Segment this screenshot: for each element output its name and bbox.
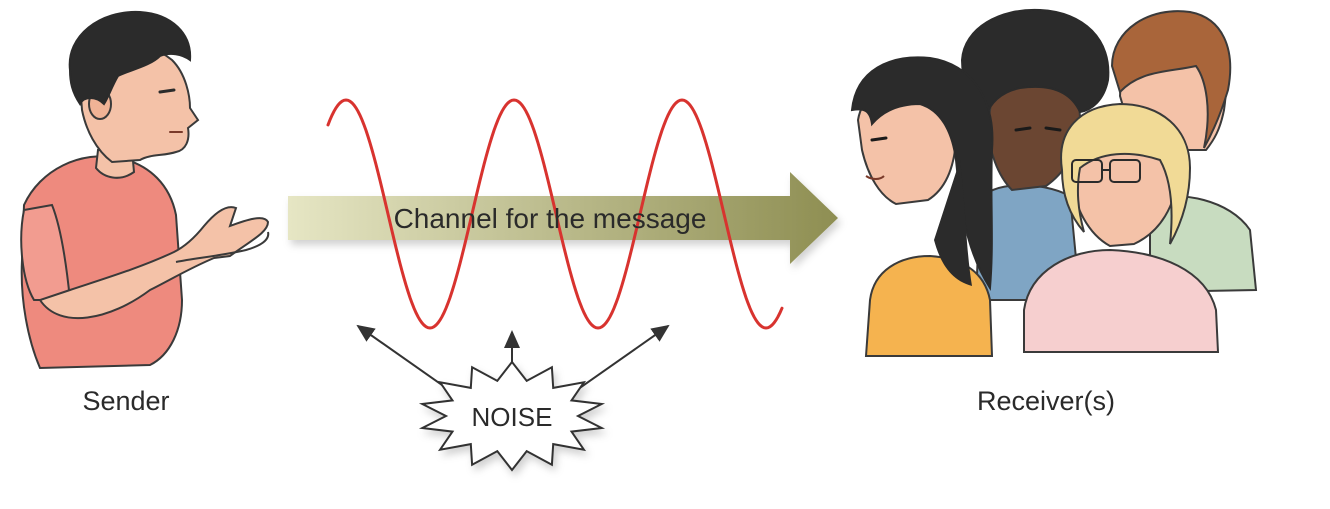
- noise-label: NOISE: [472, 402, 553, 432]
- starburst-icon: [418, 360, 606, 472]
- group-of-people-icon: [850, 8, 1258, 357]
- noise-group: NOISE: [356, 324, 670, 472]
- receivers-figure: Receiver(s): [850, 8, 1258, 416]
- receivers-label: Receiver(s): [977, 386, 1115, 416]
- noise-arrow-right: [573, 324, 670, 393]
- channel-arrow: [288, 172, 838, 264]
- channel-label: Channel for the message: [394, 203, 707, 234]
- signal-wave: [326, 98, 784, 330]
- sender-figure: Sender: [20, 10, 270, 416]
- person-speaking-icon: [20, 10, 270, 370]
- sender-label: Sender: [82, 386, 169, 416]
- noise-arrow-left: [356, 324, 453, 393]
